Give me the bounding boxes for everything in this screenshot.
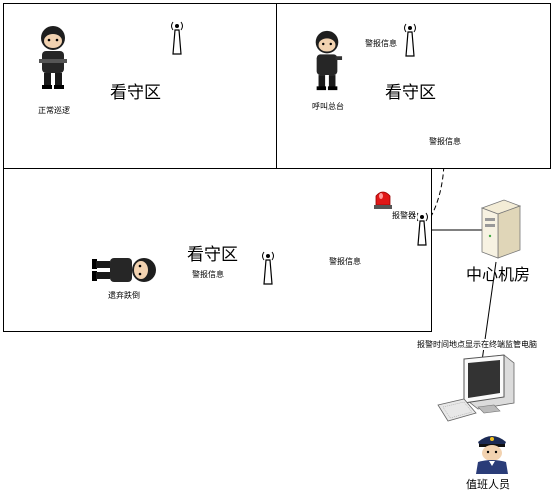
zone-title: 看守区 bbox=[187, 245, 238, 265]
guard-status-caption: 正常巡逻 bbox=[38, 106, 70, 115]
guard-status-caption: 呼叫总台 bbox=[312, 102, 344, 111]
antenna-icon bbox=[416, 212, 428, 246]
guard-status-caption: 遗弃跌倒 bbox=[108, 291, 140, 300]
alarm-info-label: 警报信息 bbox=[364, 38, 398, 49]
zone-title: 看守区 bbox=[110, 83, 161, 103]
center-room-label: 中心机房 bbox=[466, 265, 531, 284]
alarm-info-label: 警报信息 bbox=[191, 269, 225, 280]
alarm-light-icon bbox=[374, 191, 392, 209]
alarm-info-label: 警报信息 bbox=[328, 256, 362, 267]
antenna-icon bbox=[171, 21, 183, 55]
antenna-icon bbox=[404, 23, 416, 57]
zone-title: 看守区 bbox=[385, 83, 436, 103]
server-icon bbox=[480, 199, 522, 259]
guard-icon bbox=[39, 26, 67, 89]
guard-icon bbox=[315, 30, 343, 91]
alarm-sounder-label: 报警器 bbox=[391, 210, 417, 221]
guard-zone-3: 看守区 遗弃跌倒 bbox=[3, 168, 432, 332]
police-officer-icon bbox=[476, 436, 508, 474]
alarm-info-label: 警报信息 bbox=[428, 136, 462, 147]
display-note-label: 报警时间地点显示在终端监管电脑 bbox=[416, 339, 538, 350]
duty-staff-label: 值班人员 bbox=[466, 478, 510, 491]
link-server-to-computer bbox=[480, 261, 497, 369]
computer-icon bbox=[437, 354, 515, 422]
antenna-icon bbox=[262, 251, 274, 285]
guard-icon bbox=[92, 258, 156, 282]
